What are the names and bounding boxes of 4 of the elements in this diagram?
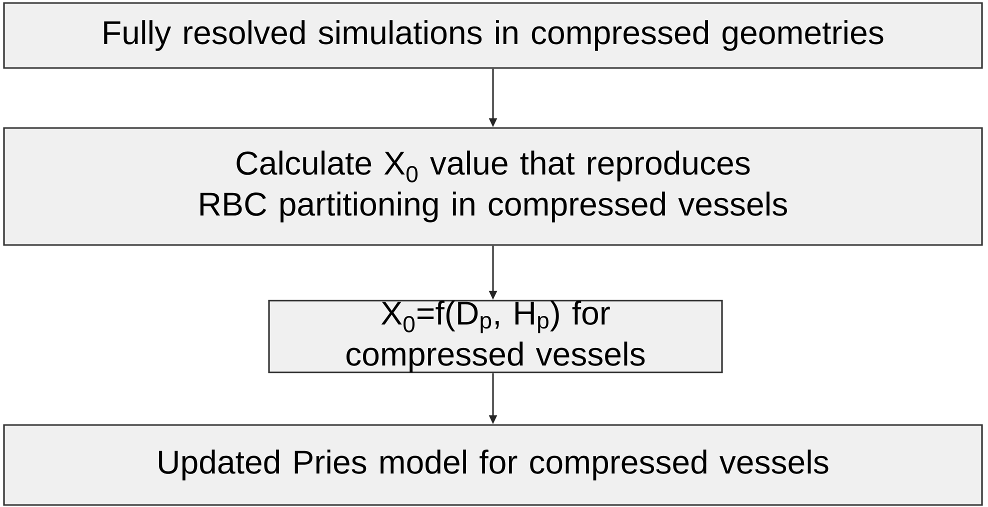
- process-box: Fully resolved simulations in compressed geometries: [3, 2, 983, 69]
- process-box: Updated Pries model for compressed vessels: [3, 424, 983, 506]
- process-box: Calculate X$_{0}$ value that reproduces RBC partitioning in compressed vessels: [3, 127, 983, 246]
- process-box: X$_{0}$=f(D$_{p}$, H$_{p}$) for compressed vessels: [268, 300, 723, 374]
